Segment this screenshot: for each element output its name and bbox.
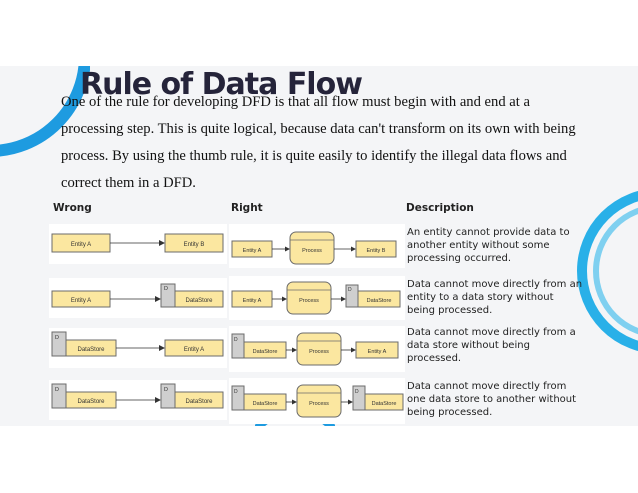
datastore-id: D [234, 337, 238, 343]
datastore-label: DataStore [77, 399, 105, 405]
entity-a-box [355, 341, 399, 359]
entity-b-box [164, 233, 224, 253]
entity-b-label: Entity B [184, 242, 205, 248]
datastore-box [174, 391, 224, 409]
datastore-box [174, 290, 224, 308]
diagram-right-entity-process-entity: Entity A Process Entity B [231, 231, 397, 265]
wrong-cell-row-4: D DataStore D DataStore [49, 380, 227, 420]
diagram-wrong-entity-to-datastore: Entity A D DataStore [51, 283, 224, 308]
diagram-right-datastore-process-entity: D DataStore Process Entity A [231, 332, 399, 366]
entity-a-label: Entity A [243, 248, 262, 254]
arrow-head-icon [159, 240, 165, 246]
arrow-head-icon [285, 246, 290, 252]
right-cell-row-4: D DataStore Process D DataStore [229, 378, 405, 424]
wrong-cell-row-2: Entity A D DataStore [49, 278, 227, 318]
datastore-id: D [55, 335, 59, 341]
description-row-2: Data cannot move directly from an entity… [407, 279, 583, 316]
arrow-head-icon [292, 347, 297, 353]
diagram-wrong-datastore-to-datastore: D DataStore D DataStore [51, 383, 224, 409]
wrong-cell-row-3: D DataStore Entity A [49, 328, 227, 368]
arrow-head-icon [159, 345, 165, 351]
description-row-1: An entity cannot provide data to another… [407, 227, 570, 264]
datastore-label: DataStore [253, 401, 278, 407]
arrow-head-icon [341, 296, 346, 302]
entity-a-label: Entity A [243, 298, 262, 304]
entity-a-label: Entity A [71, 242, 91, 248]
process-label: Process [299, 298, 319, 304]
datastore-box [357, 290, 401, 308]
entity-b-box [355, 240, 397, 258]
entity-a-label: Entity A [184, 347, 204, 353]
datastore-id: D [164, 387, 168, 393]
header-right: Right [231, 202, 263, 214]
header-description: Description [406, 202, 474, 214]
datastore-box [364, 393, 404, 411]
process-label: Process [302, 248, 322, 254]
entity-b-label: Entity B [367, 248, 386, 254]
arrow-head-icon [155, 397, 161, 403]
datastore-id: D [234, 389, 238, 395]
datastore-label: DataStore [253, 349, 278, 355]
page-title: Rule of Data Flow [80, 67, 363, 102]
datastore-id: D [355, 389, 359, 395]
process-label: Process [309, 349, 329, 355]
description-row-4: Data cannot move directly from one data … [407, 381, 577, 418]
arrow-head-icon [155, 296, 161, 302]
datastore-id: D [348, 287, 352, 293]
intro-paragraph: One of the rule for developing DFD is th… [61, 94, 576, 191]
arrow-head-icon [351, 347, 356, 353]
datastore-label: DataStore [367, 298, 392, 304]
entity-a-label: Entity A [71, 298, 91, 304]
entity-a-label: Entity A [368, 349, 387, 355]
decorative-arc-right [577, 190, 638, 352]
diagram-wrong-entity-to-entity: Entity A Entity B [51, 233, 224, 253]
right-cell-row-3: D DataStore Process Entity A [229, 326, 405, 372]
datastore-label: DataStore [185, 399, 213, 405]
datastore-label: DataStore [77, 347, 105, 353]
entity-a-box [164, 339, 224, 357]
slide: Rule of Data Flow One of the rule for de… [0, 66, 638, 426]
right-cell-row-1: Entity A Process Entity B [229, 224, 405, 268]
arrow-head-icon [292, 399, 297, 405]
header-wrong: Wrong [53, 202, 92, 214]
datastore-label: DataStore [372, 401, 397, 407]
datastore-label: DataStore [185, 298, 213, 304]
arrow-head-icon [282, 296, 287, 302]
arrow-head-icon [348, 399, 353, 405]
wrong-cell-row-1: Entity A Entity B [49, 224, 227, 264]
diagram-right-entity-process-datastore: Entity A Process D DataStore [231, 281, 401, 315]
datastore-id: D [164, 286, 168, 292]
right-cell-row-2: Entity A Process D DataStore [229, 276, 405, 320]
datastore-id: D [55, 387, 59, 393]
description-row-3: Data cannot move directly from a data st… [407, 327, 576, 364]
diagram-right-datastore-process-datastore: D DataStore Process D DataStore [231, 384, 404, 418]
diagram-wrong-datastore-to-entity: D DataStore Entity A [51, 331, 224, 357]
rules-table: Wrong Right Description Entity A Entity … [47, 200, 583, 424]
arrow-head-icon [351, 246, 356, 252]
process-label: Process [309, 401, 329, 407]
